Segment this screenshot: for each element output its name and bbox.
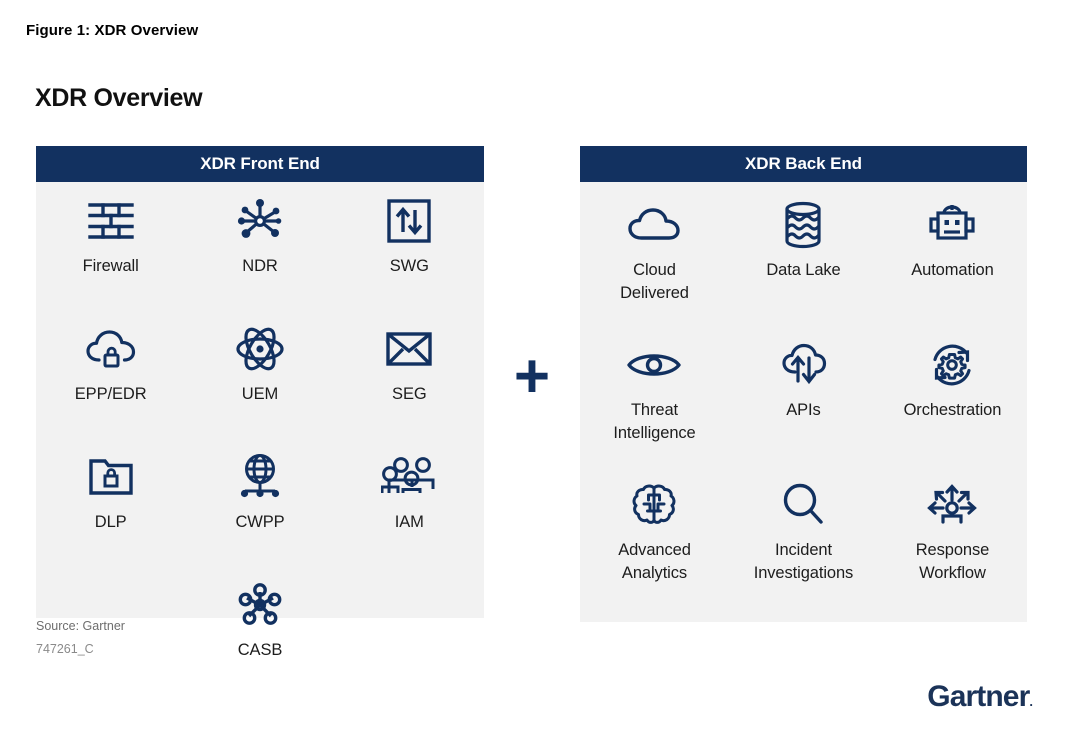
panel-body-front-end: Firewall — [36, 182, 484, 659]
item-label: Firewall — [82, 257, 139, 275]
panel-header-back-end: XDR Back End — [580, 146, 1027, 182]
item-cwpp[interactable]: CWPP — [185, 452, 334, 580]
atom-icon — [235, 324, 285, 374]
item-label: EPP/EDR — [74, 385, 147, 403]
item-ndr[interactable]: NDR — [185, 196, 334, 324]
cloud-up-down-arrows-icon — [779, 340, 827, 390]
item-automation[interactable]: Automation — [878, 200, 1027, 340]
item-label: Incident Investigations — [753, 541, 854, 582]
page-title: XDR Overview — [35, 84, 203, 112]
data-lake-icon — [783, 200, 823, 250]
item-dlp[interactable]: DLP — [36, 452, 185, 580]
row-casb: CASB — [36, 580, 484, 708]
source-note: Source: Gartner — [36, 619, 125, 633]
item-label: IAM — [394, 513, 424, 531]
item-label: APIs — [786, 401, 821, 419]
item-data-lake[interactable]: Data Lake — [729, 200, 878, 340]
item-label: Automation — [911, 261, 994, 279]
item-incident-investigations[interactable]: Incident Investigations — [729, 480, 878, 620]
panel-xdr-front-end: XDR Front End Firewall — [36, 146, 484, 659]
folder-lock-icon — [88, 452, 134, 502]
item-label: SWG — [389, 257, 429, 275]
item-orchestration[interactable]: Orchestration — [878, 340, 1027, 480]
item-label: Orchestration — [903, 401, 1002, 419]
item-label: Advanced Analytics — [618, 541, 691, 582]
item-threat-intelligence[interactable]: Threat Intelligence — [580, 340, 729, 480]
item-label: Threat Intelligence — [613, 401, 696, 442]
item-label: NDR — [242, 257, 278, 275]
magnifier-icon — [781, 480, 825, 530]
brain-icon — [630, 480, 678, 530]
gear-refresh-icon — [928, 340, 976, 390]
panel-header-front-end: XDR Front End — [36, 146, 484, 182]
envelope-icon — [385, 324, 433, 374]
item-iam[interactable]: IAM — [335, 452, 484, 580]
globe-network-icon — [237, 452, 283, 502]
item-response-workflow[interactable]: Response Workflow — [878, 480, 1027, 620]
item-label: Data Lake — [766, 261, 841, 279]
grid-spacer — [335, 580, 484, 708]
eye-icon — [626, 340, 682, 390]
item-firewall[interactable]: Firewall — [36, 196, 185, 324]
item-label: Response Workflow — [915, 541, 990, 582]
up-down-arrows-box-icon — [386, 196, 432, 246]
panel-body-back-end: Cloud Delivered Data Lake — [580, 182, 1027, 622]
item-advanced-analytics[interactable]: Advanced Analytics — [580, 480, 729, 620]
cloud-lock-icon — [85, 324, 137, 374]
robot-icon — [928, 200, 976, 250]
response-workflow-icon — [925, 480, 979, 530]
cloud-icon — [627, 200, 681, 250]
item-swg[interactable]: SWG — [335, 196, 484, 324]
item-label: UEM — [241, 385, 279, 403]
item-label: CWPP — [235, 513, 285, 531]
firewall-icon — [87, 196, 135, 246]
item-seg[interactable]: SEG — [335, 324, 484, 452]
gartner-logo-text: Gartner — [927, 680, 1030, 713]
network-nodes-icon — [237, 196, 283, 246]
hub-nodes-icon — [238, 580, 282, 630]
three-users-icon — [381, 452, 437, 502]
figure-caption: Figure 1: XDR Overview — [26, 22, 199, 39]
document-id: 747261_C — [36, 642, 94, 656]
item-cloud-delivered[interactable]: Cloud Delivered — [580, 200, 729, 340]
panel-xdr-back-end: XDR Back End Cloud Delivered — [580, 146, 1027, 622]
item-casb[interactable]: CASB — [185, 580, 334, 708]
item-uem[interactable]: UEM — [185, 324, 334, 452]
gartner-logo-mark: . — [1029, 694, 1033, 709]
item-label: Cloud Delivered — [620, 261, 689, 302]
item-label: SEG — [392, 385, 427, 403]
item-apis[interactable]: APIs — [729, 340, 878, 480]
plus-sign: + — [513, 342, 551, 411]
item-epp-edr[interactable]: EPP/EDR — [36, 324, 185, 452]
item-label: CASB — [237, 641, 283, 659]
item-label: DLP — [94, 513, 127, 531]
gartner-logo: Gartner. — [927, 680, 1033, 714]
